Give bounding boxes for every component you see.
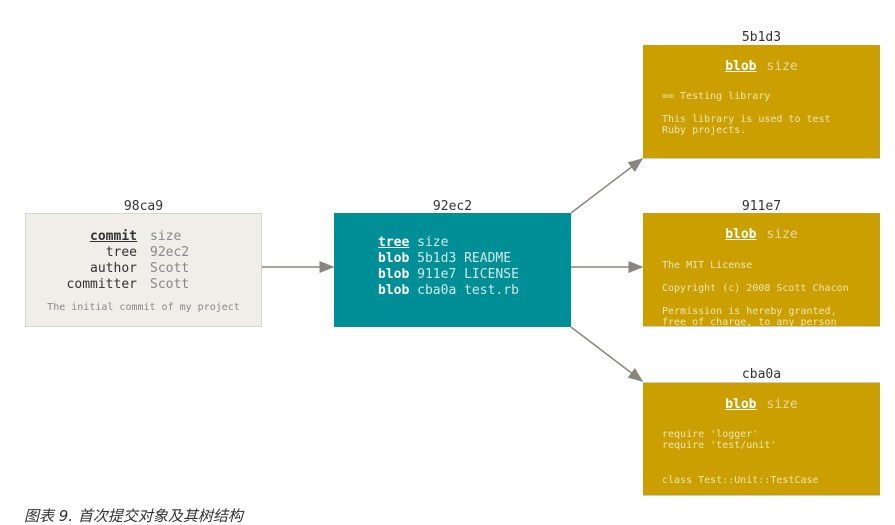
blob-line: require 'logger' <box>662 429 759 440</box>
figure-caption: 图表 9. 首次提交对象及其树结构 <box>24 507 243 525</box>
blob-line: Copyright (c) 2008 Scott Chacon <box>662 283 849 294</box>
blob-id: cba0a <box>741 367 782 382</box>
blob-id: 911e7 <box>741 199 782 214</box>
blob-line: class Test::Unit::TestCase <box>662 475 819 486</box>
blob-line: require 'test/unit' <box>662 440 777 451</box>
blob-line: The MIT License <box>662 260 753 271</box>
blob-line: This library is used to test <box>662 114 831 125</box>
commit-id: 98ca9 <box>123 199 164 214</box>
blob-line: Permission is hereby granted, <box>662 306 837 317</box>
blob-line: == Testing library <box>662 91 771 102</box>
tree-id: 92ec2 <box>432 199 473 214</box>
tree-entry: blob 5b1d3 README <box>378 251 512 266</box>
tree-object: tree size blob 5b1d3 README blob 911e7 L… <box>334 213 571 327</box>
blob-line: free of charge, to any person <box>662 317 837 327</box>
tree-header: tree size <box>378 235 449 250</box>
blob-line: Ruby projects. <box>662 125 747 136</box>
arrow-tree-blob-readme <box>570 158 644 214</box>
blob-id: 5b1d3 <box>741 30 782 45</box>
tree-entry: blob cba0a test.rb <box>378 283 519 298</box>
arrow-tree-blob-test <box>570 326 644 382</box>
commit-message: The initial commit of my project <box>47 302 240 313</box>
tree-entry: blob 911e7 LICENSE <box>378 267 519 282</box>
